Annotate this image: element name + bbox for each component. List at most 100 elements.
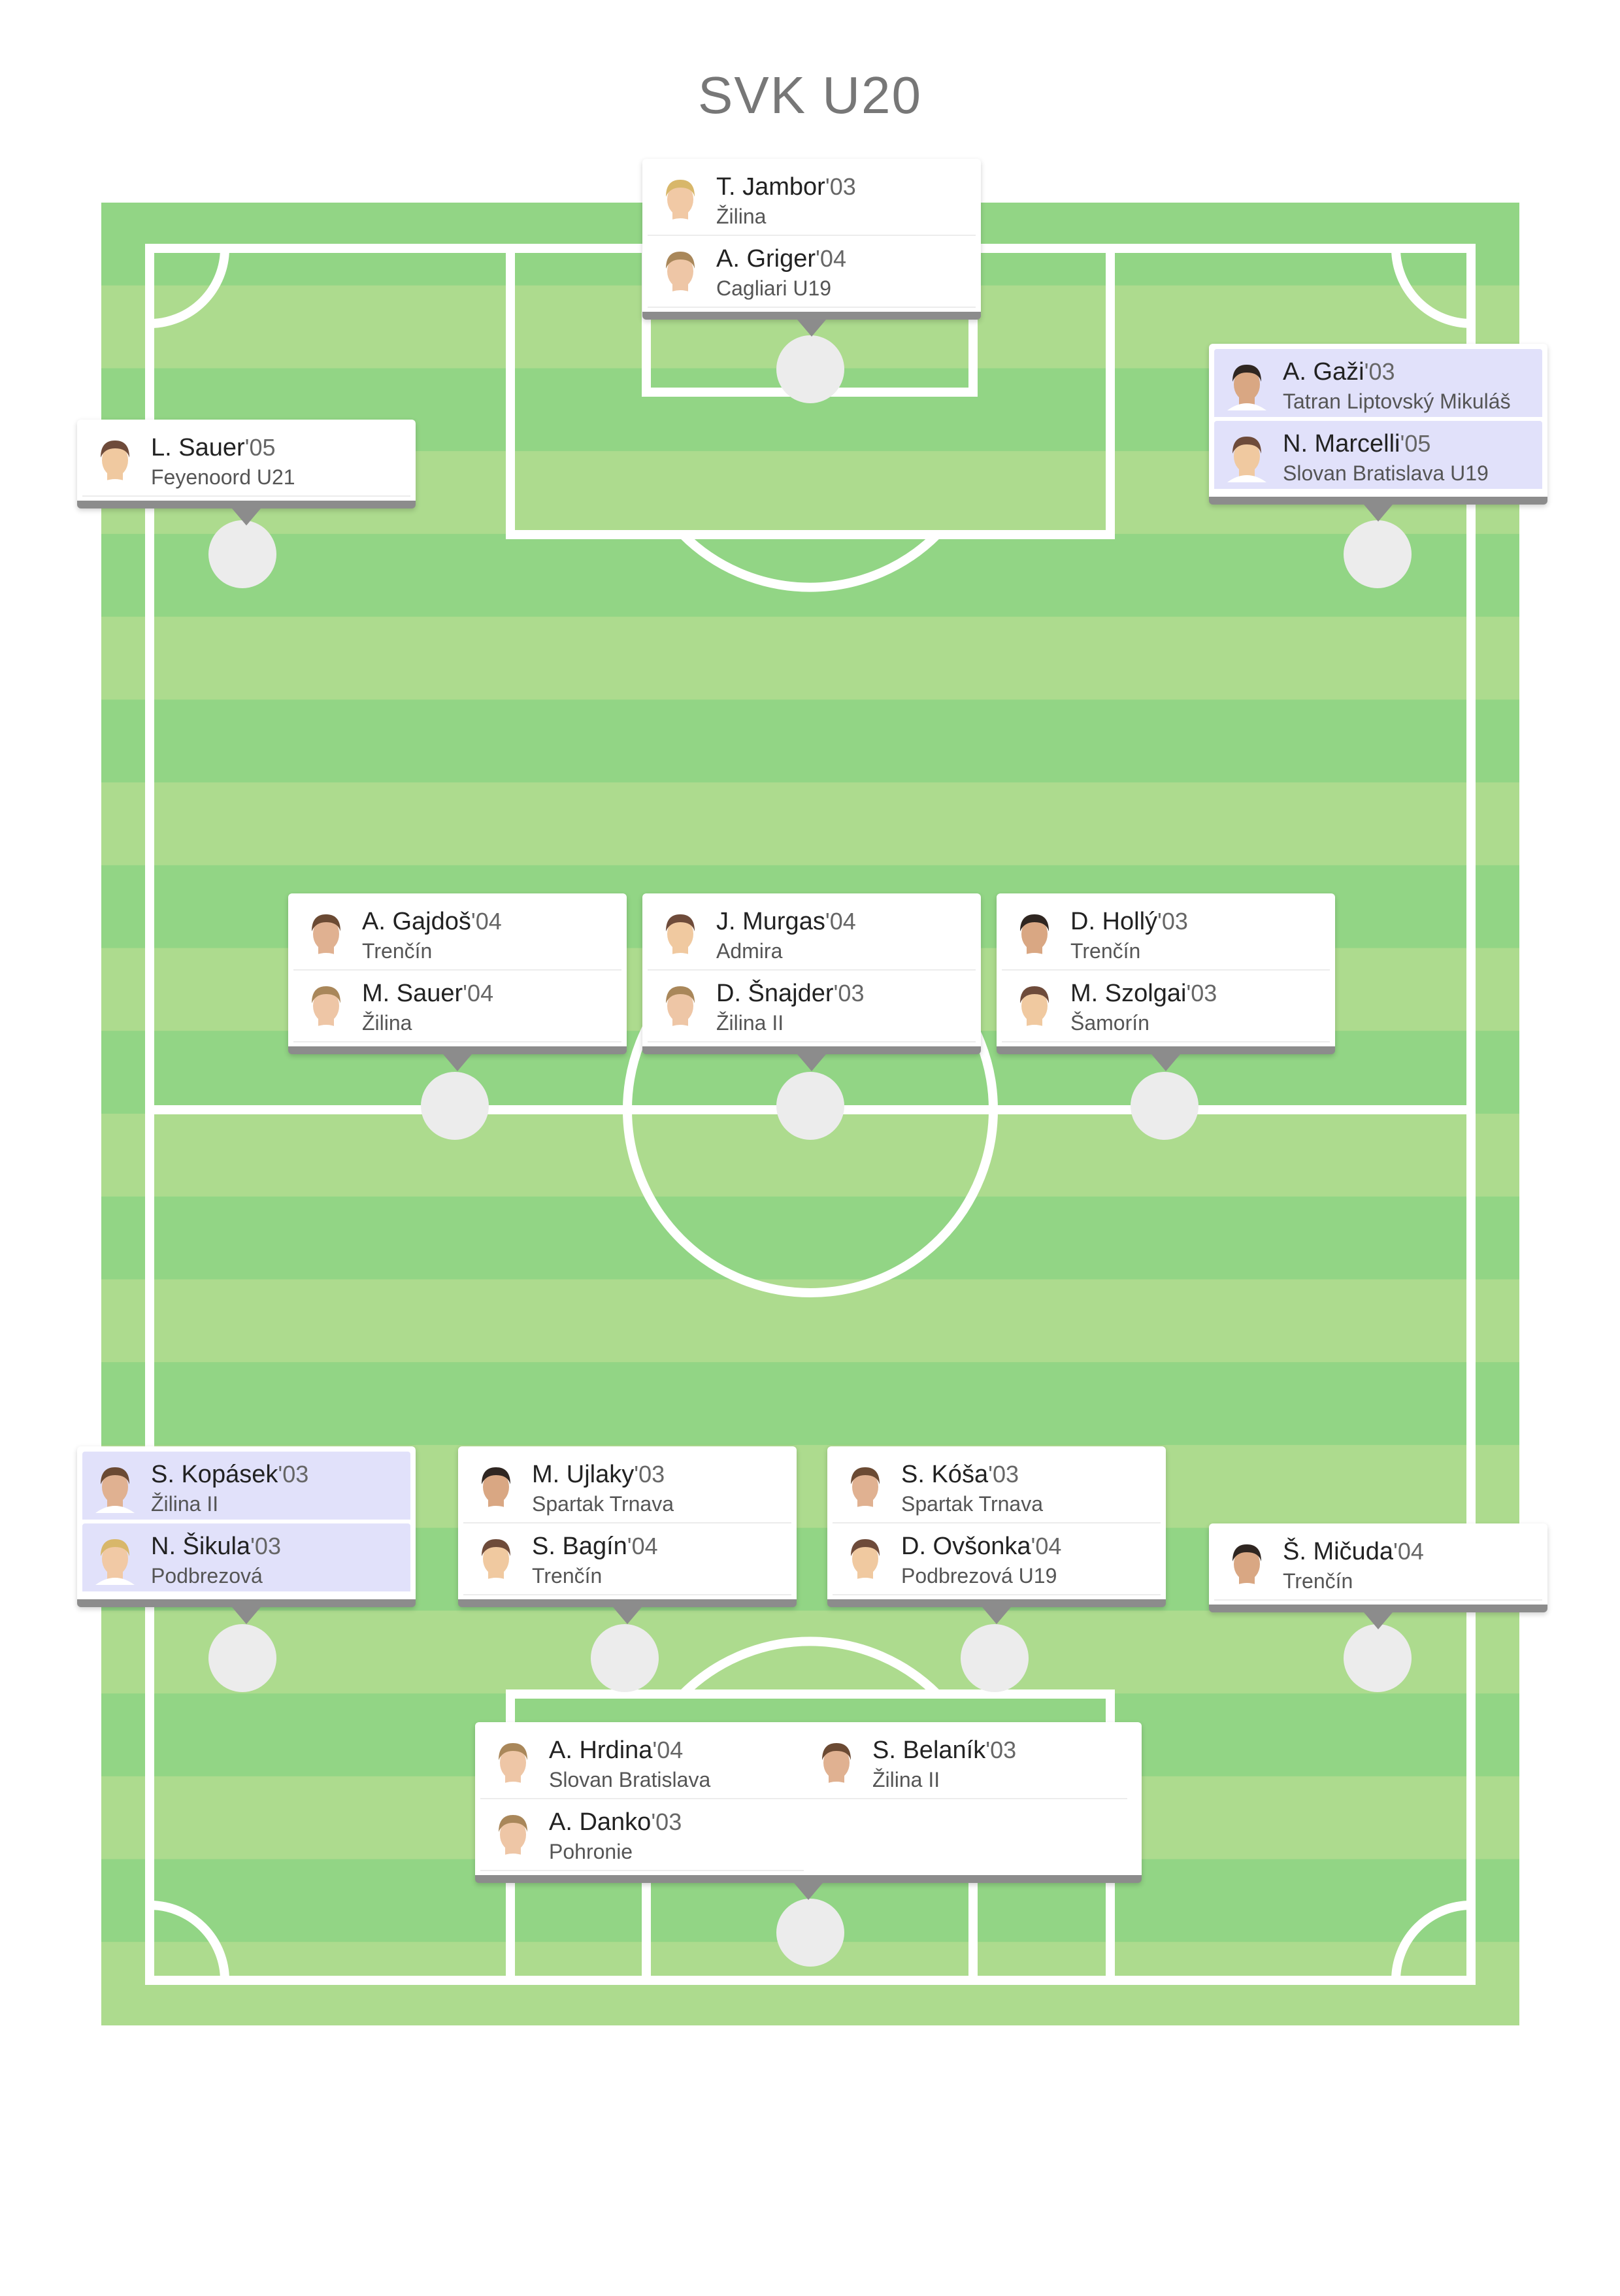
player-name-line: D. Hollý'03 xyxy=(1070,908,1188,936)
player-birth-year: '04 xyxy=(825,908,856,935)
pitch-stripe xyxy=(101,1610,1519,1695)
player-name: N. Šikula xyxy=(151,1533,251,1560)
player-name-line: M. Szolgai'03 xyxy=(1070,980,1217,1008)
player-name: Š. Mičuda xyxy=(1283,1538,1393,1565)
player-birth-year: '03 xyxy=(278,1461,309,1488)
player-avatar xyxy=(90,1462,140,1513)
card-pointer xyxy=(982,1607,1011,1624)
card-pointer xyxy=(1364,1612,1393,1629)
player-birth-year: '03 xyxy=(1157,908,1188,935)
player-birth-year: '03 xyxy=(250,1533,281,1559)
bottom-penalty-arc xyxy=(680,1637,940,1697)
marker-cm-right xyxy=(1131,1072,1198,1140)
pitch-stripe xyxy=(101,533,1519,618)
player-club: Slovan Bratislava U19 xyxy=(1283,461,1489,485)
player-name: A. Hrdina xyxy=(549,1737,653,1764)
card-pointer xyxy=(613,1607,642,1624)
pitch-stripe xyxy=(101,699,1519,784)
player-birth-year: '03 xyxy=(825,173,856,200)
pitch-stripe xyxy=(101,782,1519,866)
marker-lb xyxy=(208,1624,276,1692)
player-birth-year: '04 xyxy=(816,245,846,272)
player-avatar xyxy=(488,1810,538,1861)
card-pointer xyxy=(1364,505,1393,522)
player-name-line: T. Jambor'03 xyxy=(716,173,856,201)
player-avatar xyxy=(90,435,140,486)
player-name: M. Ujlaky xyxy=(532,1461,635,1488)
player-name-line: A. Gajdoš'04 xyxy=(362,908,502,936)
player-birth-year: '03 xyxy=(985,1737,1017,1763)
player-birth-year: '03 xyxy=(988,1461,1019,1488)
player-name: N. Marcelli xyxy=(1283,430,1400,458)
player-club: Slovan Bratislava xyxy=(549,1768,711,1791)
player-club: Admira xyxy=(716,939,783,963)
player-club: Žilina II xyxy=(872,1768,940,1791)
player-club: Žilina xyxy=(362,1011,412,1035)
player-club: Podbrezová xyxy=(151,1564,263,1588)
player-name: S. Bagín xyxy=(532,1533,627,1560)
player-name: T. Jambor xyxy=(716,173,825,201)
player-name-line: N. Marcelli'05 xyxy=(1283,430,1430,458)
player-avatar xyxy=(1010,909,1059,960)
player-name: M. Szolgai xyxy=(1070,980,1187,1007)
player-avatar xyxy=(655,175,705,225)
player-club: Šamorín xyxy=(1070,1011,1149,1035)
player-birth-year: '04 xyxy=(1393,1538,1424,1565)
player-name: A. Gaži xyxy=(1283,358,1364,386)
player-avatar xyxy=(301,909,351,960)
player-name-line: Š. Mičuda'04 xyxy=(1283,1538,1424,1566)
player-avatar xyxy=(1222,431,1272,482)
player-name-line: A. Danko'03 xyxy=(549,1808,682,1837)
player-avatar xyxy=(840,1534,890,1585)
player-name: L. Sauer xyxy=(151,434,245,461)
card-pointer xyxy=(232,508,261,525)
player-avatar xyxy=(1222,1539,1272,1590)
player-birth-year: '04 xyxy=(627,1533,658,1559)
top-penalty-arc xyxy=(680,531,940,592)
player-name-line: M. Ujlaky'03 xyxy=(532,1461,665,1489)
player-name: D. Ovšonka xyxy=(901,1533,1031,1560)
player-club: Cagliari U19 xyxy=(716,276,832,300)
player-club: Žilina II xyxy=(716,1011,784,1035)
marker-gk xyxy=(776,335,844,403)
player-birth-year: '04 xyxy=(463,980,494,1007)
player-birth-year: '03 xyxy=(634,1461,665,1488)
player-club: Žilina II xyxy=(151,1492,219,1516)
player-avatar xyxy=(812,1738,861,1789)
player-avatar xyxy=(1010,981,1059,1032)
player-club: Pohronie xyxy=(549,1840,633,1863)
player-name-line: D. Šnajder'03 xyxy=(716,980,864,1008)
